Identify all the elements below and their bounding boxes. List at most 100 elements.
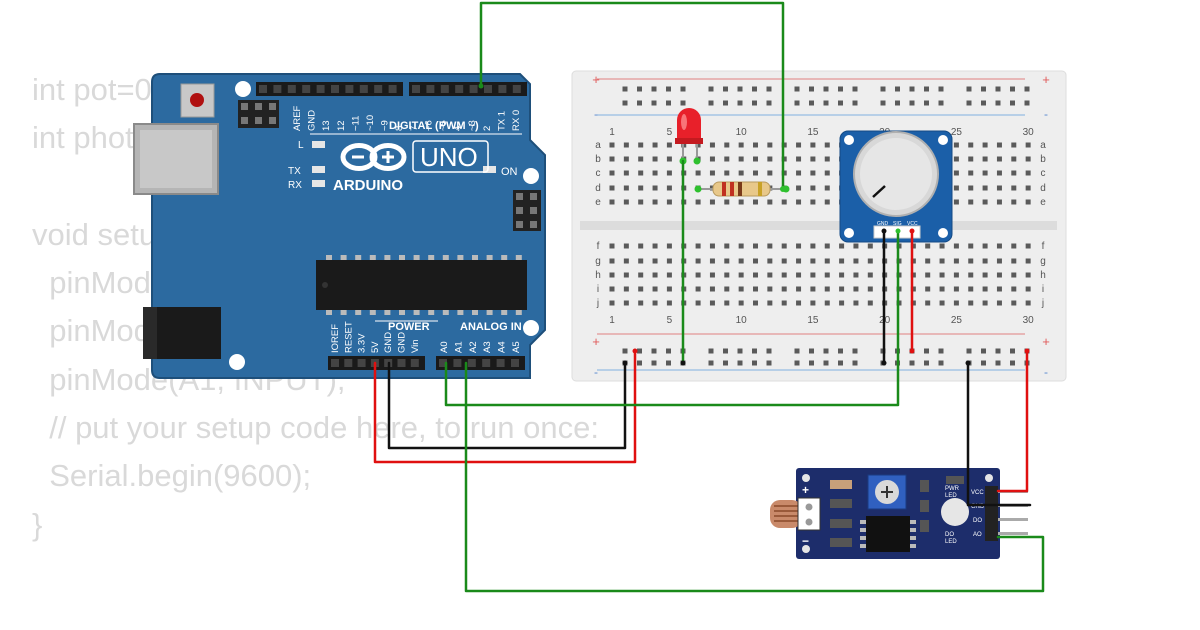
rail-hole (981, 348, 986, 354)
chip-pin (399, 310, 405, 315)
row-letter: e (595, 197, 601, 208)
header-hole (467, 359, 476, 367)
digital-header-right (409, 82, 527, 96)
header-hole (511, 359, 519, 367)
breadboard-hole (724, 170, 730, 176)
breadboard-hole (982, 300, 988, 306)
breadboard-hole (939, 258, 945, 264)
breadboard-hole (982, 142, 988, 148)
breadboard-hole (753, 243, 758, 249)
row-letter: c (596, 168, 601, 179)
digital-pin-label: 2 (482, 126, 493, 131)
chip-pin (326, 255, 332, 260)
arduino-uno: L TX RX ON UNO ARDUINO DIGITAL (PWM ~) P… (133, 73, 546, 379)
breadboard-hole (1011, 170, 1017, 176)
trimmer-slot (881, 486, 893, 498)
photoresistor (770, 500, 802, 528)
uno-box (412, 140, 489, 173)
breadboard-hole (724, 156, 730, 162)
header-hole (302, 85, 311, 93)
breadboard-hole (623, 272, 629, 278)
header-hole (453, 359, 462, 367)
smd-component (830, 538, 852, 547)
ldr-pin-label: VCC (971, 490, 984, 496)
header-hole (359, 85, 368, 93)
header-hole (412, 85, 420, 93)
row-letter: d (595, 183, 601, 194)
breadboard-hole (652, 156, 658, 162)
ldr-pin-header (985, 486, 998, 541)
breadboard-hole (623, 170, 629, 176)
wire-a0-pot-sig (444, 229, 900, 407)
breadboard-hole (623, 258, 629, 264)
smd-component (830, 519, 852, 528)
rail-hole (823, 360, 829, 366)
rail-hole (794, 86, 800, 92)
breadboard-hole (638, 300, 644, 306)
header-hole (345, 85, 354, 93)
rail-hole (766, 100, 772, 106)
led-on (483, 166, 496, 173)
breadboard-hole (638, 272, 644, 278)
pot-pin-label: VCC (907, 221, 918, 227)
breadboard-hole (666, 156, 672, 162)
breadboard-hole (709, 272, 715, 278)
ldr-mount-hole (802, 474, 810, 482)
breadboard-hole (796, 243, 802, 249)
breadboard-hole (767, 300, 773, 306)
rail-hole (880, 86, 886, 92)
breadboard-hole (824, 272, 830, 278)
breadboard-hole (796, 170, 802, 176)
rail-hole (838, 348, 843, 354)
usb-connector-inner (140, 130, 212, 188)
breadboard-hole (824, 142, 830, 148)
rail-plus-label: + (1042, 72, 1050, 87)
breadboard-hole (738, 199, 744, 205)
header-hole (482, 359, 491, 367)
breadboard-hole (767, 156, 773, 162)
breadboard-hole (638, 185, 644, 191)
wire-ldr-vcc (996, 349, 1029, 493)
power-pin-label: RESET (343, 321, 354, 353)
header-hole (440, 85, 449, 93)
rail-hole (938, 360, 944, 366)
breadboard-hole (867, 243, 873, 249)
breadboard-hole (695, 258, 701, 264)
breadboard-hole (996, 156, 1002, 162)
led-l-label: L (298, 140, 304, 151)
chip-pin (457, 310, 464, 315)
breadboard-hole (796, 300, 802, 306)
chip-pin (515, 255, 522, 260)
breadboard-hole (1025, 199, 1031, 205)
header-hole (439, 359, 447, 367)
row-letter: a (1040, 140, 1046, 151)
rail-minus-label: - (1044, 107, 1048, 121)
breadboard-hole (638, 286, 644, 292)
breadboard-hole (982, 243, 988, 249)
reset-button-cap (190, 93, 204, 107)
wire-endpoints (478, 83, 1030, 366)
rail-hole (1010, 348, 1015, 354)
rail-hole (637, 360, 642, 366)
header-hole (397, 359, 406, 367)
digital-pin-label: 4 (453, 126, 464, 131)
ldr-pin-legs (998, 490, 1028, 535)
breadboard-hole (666, 258, 672, 264)
pot-mount-hole (938, 228, 948, 238)
breadboard-hole (953, 272, 959, 278)
breadboard-hole (1011, 142, 1017, 148)
led-tx-label: TX (288, 166, 301, 177)
breadboard-hole (623, 286, 629, 292)
photoresistor-track (774, 505, 798, 522)
header-hole (426, 85, 435, 93)
breadboard-hole (695, 300, 701, 306)
rail-hole (651, 360, 657, 366)
breadboard-hole (609, 156, 615, 162)
breadboard-hole (910, 272, 916, 278)
breadboard-hole (867, 300, 873, 306)
breadboard-hole (1011, 199, 1017, 205)
led-tx (312, 166, 325, 173)
row-letter: i (1042, 284, 1044, 295)
ldr-status-led-lens (941, 498, 969, 526)
